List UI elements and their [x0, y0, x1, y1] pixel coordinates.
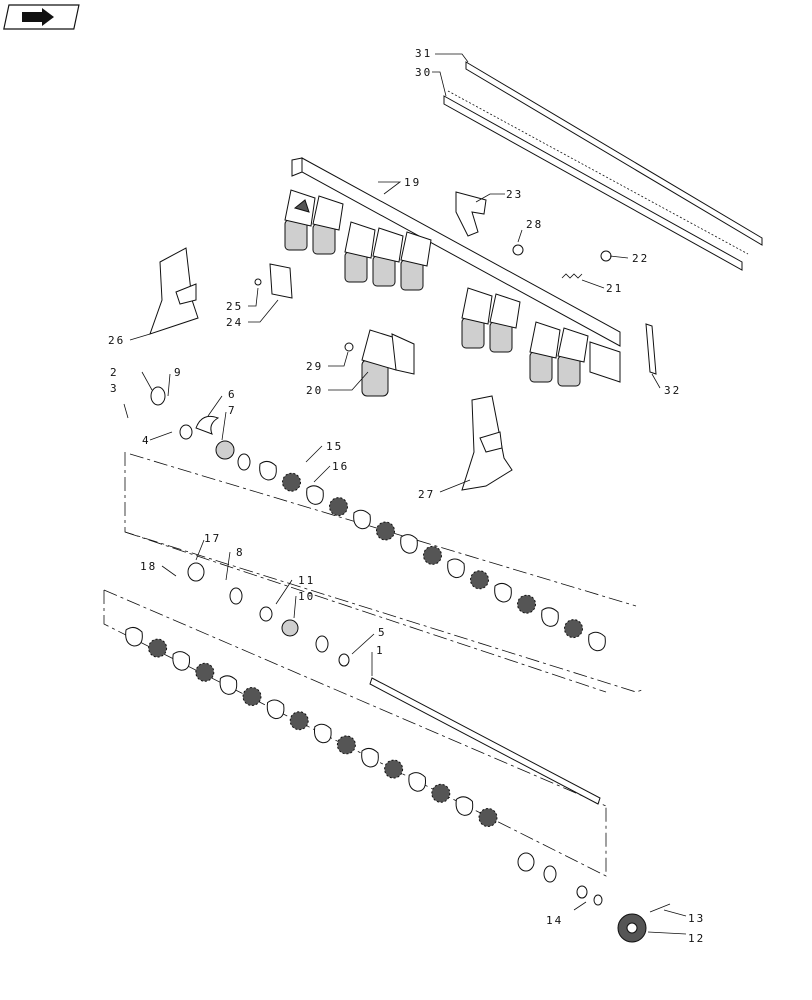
part-27-side-plate [461, 395, 513, 491]
callout-8: 8 [236, 546, 245, 559]
gear-wheel [564, 619, 583, 639]
part-19-frame [291, 157, 621, 347]
callout-26: 26 [108, 334, 125, 347]
next-page-arrow-icon[interactable] [3, 4, 80, 30]
part-30-strip [443, 90, 749, 271]
callout-2: 2 [110, 366, 119, 379]
callout-1: 1 [376, 644, 385, 657]
callout-7: 7 [228, 404, 237, 417]
callout-4: 4 [142, 434, 151, 447]
callout-13: 13 [688, 912, 705, 925]
callout-19: 19 [404, 176, 421, 189]
callout-20: 20 [306, 384, 323, 397]
gear-wheel [289, 711, 309, 731]
part-23-bracket [455, 191, 487, 237]
part-31-strip [465, 61, 763, 246]
spacer-disc [313, 723, 332, 744]
callout-25: 25 [226, 300, 243, 313]
lower-shaft-phantom [103, 590, 607, 877]
gear-wheel [336, 735, 356, 755]
spacer-disc [353, 509, 371, 530]
callout-24: 24 [226, 316, 243, 329]
callout-15: 15 [326, 440, 343, 453]
spacer-disc [172, 651, 191, 671]
gear-wheel [478, 808, 498, 827]
leader-lines [129, 53, 687, 935]
spacer-disc [541, 607, 559, 627]
spacer-disc [219, 675, 238, 695]
lower-shaft-hardware [187, 562, 603, 906]
gear-wheel [148, 638, 168, 658]
callout-labels: 31 30 19 23 28 22 21 25 24 26 29 20 32 2… [108, 47, 705, 945]
callout-30: 30 [415, 66, 432, 79]
spacer-disc [447, 558, 465, 579]
upper-guides [284, 189, 621, 387]
part-26-side-plate [149, 247, 199, 335]
spacer-disc [259, 460, 277, 481]
gear-wheel [329, 497, 348, 517]
spacer-disc [306, 485, 324, 505]
callout-6: 6 [228, 388, 237, 401]
part-32-strip [645, 323, 657, 375]
gear-wheel [423, 545, 442, 565]
part-12-sprocket [617, 903, 671, 943]
spacer-disc [400, 534, 418, 554]
callout-16: 16 [332, 460, 349, 473]
callout-28: 28 [526, 218, 543, 231]
callout-18: 18 [140, 560, 157, 573]
callout-9: 9 [174, 366, 183, 379]
callout-11: 11 [298, 574, 315, 587]
gear-wheel [470, 570, 489, 590]
callout-29: 29 [306, 360, 323, 373]
spacer-disc [494, 582, 512, 603]
callout-14: 14 [546, 914, 563, 927]
callout-27: 27 [418, 488, 435, 501]
callout-3: 3 [110, 382, 119, 395]
part-20-guide [361, 329, 415, 397]
gear-wheel [195, 662, 215, 682]
spacer-disc [125, 626, 143, 647]
callout-31: 31 [415, 47, 432, 60]
gear-wheel [431, 783, 451, 803]
callout-32: 32 [664, 384, 681, 397]
callout-17: 17 [204, 532, 221, 545]
gear-wheel [242, 687, 262, 706]
upper-shaft-hardware [123, 386, 251, 471]
lower-disc-row [125, 626, 498, 827]
callout-23: 23 [506, 188, 523, 201]
callout-5: 5 [378, 626, 387, 639]
spacer-disc [408, 772, 427, 792]
spacer-disc [588, 631, 606, 652]
gear-wheel [517, 594, 536, 614]
gear-wheel [282, 472, 301, 492]
part-21-spring [561, 273, 583, 279]
callout-12: 12 [688, 932, 705, 945]
gear-wheel [384, 759, 404, 779]
callout-10: 10 [298, 590, 315, 603]
part-1-shaft [369, 677, 601, 805]
callout-22: 22 [632, 252, 649, 265]
spacer-disc [361, 747, 379, 768]
callout-21: 21 [606, 282, 623, 295]
gear-wheel [376, 521, 395, 541]
upper-disc-row [259, 460, 606, 652]
spacer-disc [455, 796, 474, 816]
spacer-disc [266, 699, 285, 720]
fasteners [254, 244, 612, 352]
upper-shaft-phantom [124, 452, 643, 693]
part-24-plate [269, 263, 293, 299]
